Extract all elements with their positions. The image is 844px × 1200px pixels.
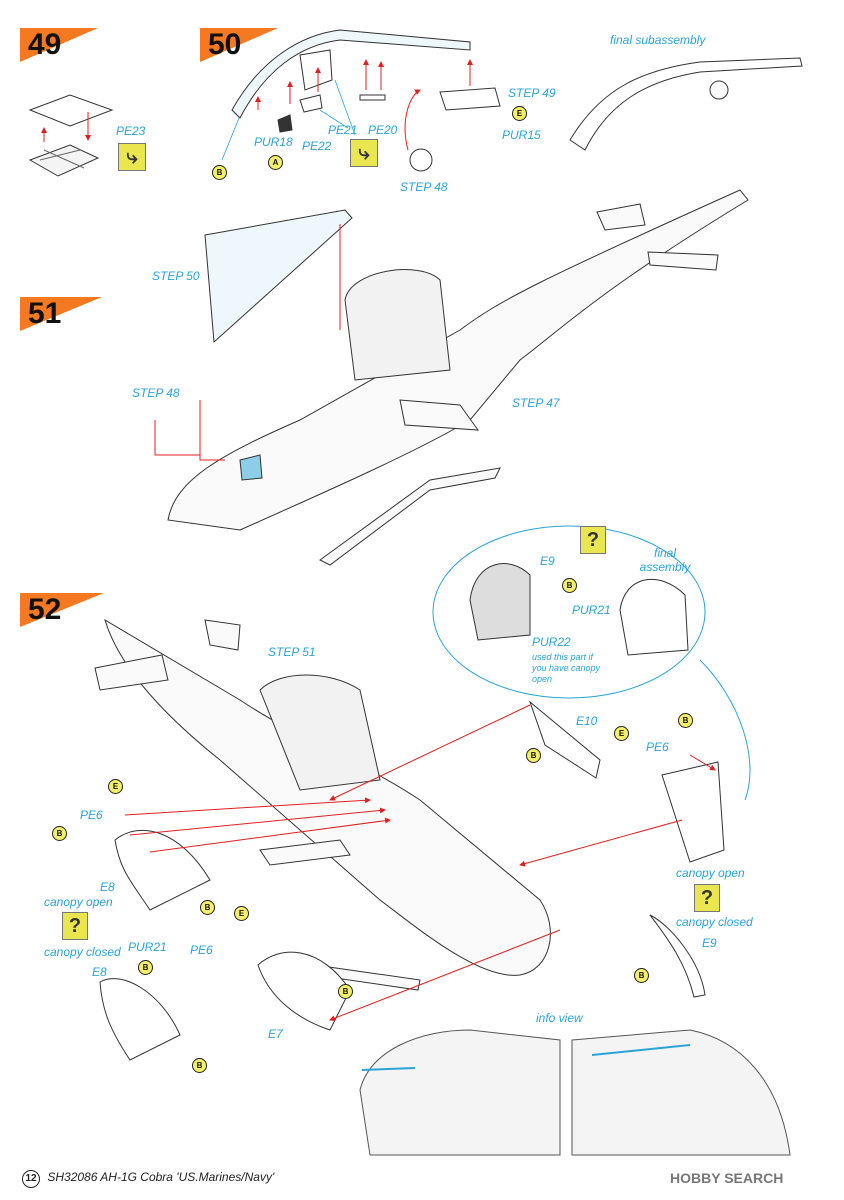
label-pe6-right: PE6 xyxy=(646,740,669,754)
option-question-box: ? xyxy=(580,526,606,554)
label-step51: STEP 51 xyxy=(268,645,316,659)
tree-b-marker: B xyxy=(192,1058,207,1073)
label-pe22: PE22 xyxy=(302,139,332,153)
label-step49: STEP 49 xyxy=(508,86,556,100)
page-footer: 12 SH32086 AH-1G Cobra 'US.Marines/Navy' xyxy=(22,1170,274,1188)
step50-small-parts xyxy=(277,87,501,172)
label-canopy-closed-left: canopy closed xyxy=(44,945,121,959)
tree-e-marker: E xyxy=(234,906,249,921)
option-question-box: ? xyxy=(694,884,720,912)
tree-b-marker: B xyxy=(212,165,227,180)
label-final-subassembly: final subassembly xyxy=(610,33,706,47)
label-pe21: PE21 xyxy=(328,123,358,137)
label-e9-right: E9 xyxy=(702,936,717,950)
photo-etch-bend-icon: ⤷ xyxy=(350,139,378,167)
tree-a-marker: A xyxy=(268,155,283,170)
label-canopy-open-right: canopy open xyxy=(676,866,745,880)
step-badge-52: 52 xyxy=(20,593,104,627)
watermark: HOBBY SEARCH xyxy=(670,1170,784,1186)
tree-b-marker: B xyxy=(526,748,541,763)
label-step48-a: STEP 48 xyxy=(400,180,448,194)
step49-plate-drawing xyxy=(28,94,114,177)
option-question-box: ? xyxy=(62,912,88,940)
label-pe20: PE20 xyxy=(368,123,398,137)
tree-b-marker: B xyxy=(338,984,353,999)
label-canopy-open-left: canopy open xyxy=(44,895,113,909)
tree-e-marker: E xyxy=(512,106,527,121)
label-canopy-closed-right: canopy closed xyxy=(676,915,753,929)
label-e10: E10 xyxy=(576,714,598,728)
info-view-drawings xyxy=(359,1029,791,1156)
label-e8-bottom: E8 xyxy=(92,965,107,979)
label-step47: STEP 47 xyxy=(512,396,560,410)
tree-b-marker: B xyxy=(138,960,153,975)
label-e7: E7 xyxy=(268,1027,283,1041)
tree-b-marker: B xyxy=(634,968,649,983)
step-badge-49: 49 xyxy=(20,28,98,62)
label-used-note: used this part if you have canopy open xyxy=(532,652,601,684)
kit-title: SH32086 AH-1G Cobra 'US.Marines/Navy' xyxy=(47,1170,275,1184)
tree-b-marker: B xyxy=(52,826,67,841)
label-step48-b: STEP 48 xyxy=(132,386,180,400)
page-number: 12 xyxy=(22,1170,40,1188)
label-info-view: info view xyxy=(536,1011,583,1025)
tree-e-marker: E xyxy=(108,779,123,794)
photo-etch-bend-icon: ⤷ xyxy=(118,143,146,171)
tree-b-marker: B xyxy=(200,900,215,915)
step52-helicopter-drawing xyxy=(94,618,551,991)
label-pe6-left: PE6 xyxy=(80,808,103,822)
label-e9-top: E9 xyxy=(540,554,555,568)
final-subassembly-drawing xyxy=(569,57,803,151)
detail-callout-ellipse xyxy=(432,525,706,699)
step51-helicopter-drawing xyxy=(167,189,749,566)
step-badge-50: 50 xyxy=(200,28,278,62)
canopy-panels xyxy=(99,700,725,1061)
tree-e-marker: E xyxy=(614,726,629,741)
label-pe23: PE23 xyxy=(116,124,146,138)
step-badge-51: 51 xyxy=(20,297,102,331)
label-pur18: PUR18 xyxy=(254,135,293,149)
label-pur22: PUR22 xyxy=(532,635,571,649)
label-pur21-top: PUR21 xyxy=(572,603,611,617)
detail-canopy-frames xyxy=(469,563,689,656)
label-step50: STEP 50 xyxy=(152,269,200,283)
label-pur21-left: PUR21 xyxy=(128,940,167,954)
label-final-assembly: final assembly xyxy=(639,546,691,574)
tree-b-marker: B xyxy=(678,713,693,728)
label-pur15: PUR15 xyxy=(502,128,541,142)
label-pe6-mid: PE6 xyxy=(190,943,213,957)
tree-b-marker: B xyxy=(562,578,577,593)
label-e8-left: E8 xyxy=(100,880,115,894)
